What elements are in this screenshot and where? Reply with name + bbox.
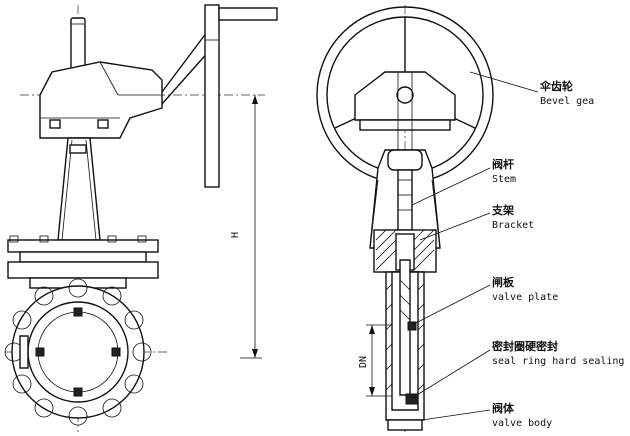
seal-ring-label-en: seal ring hard sealing (492, 356, 624, 367)
height-dim-label: H (230, 232, 241, 238)
bracket-front (57, 137, 101, 241)
valve-body-front (4, 278, 152, 426)
stem-label-en: Stem (492, 174, 516, 185)
valve-body-label-en: valve body (492, 418, 552, 429)
bracket-label-en: Bracket (492, 220, 534, 231)
body-section (385, 259, 425, 431)
height-dimension: H (230, 95, 262, 359)
dn-dimension: DN (358, 324, 392, 397)
valve-plate-label-cn: 闸板 (492, 275, 515, 289)
valve-plate-label-en: valve plate (492, 292, 558, 303)
handwheel-edge (161, 4, 278, 188)
stem-label-cn: 阀杆 (492, 157, 514, 171)
callout-seal-ring: 密封圈硬密封 seal ring hard sealing (492, 339, 624, 367)
dn-dim-label: DN (358, 356, 369, 368)
bracket-side (369, 149, 441, 249)
bevel-gear-label-cn: 伞齿轮 (539, 79, 573, 93)
side-view: DN 伞齿轮 Bevel gea 阀杆 Stem 支架 Bracket 闸板 v… (316, 5, 624, 432)
bracket-label-cn: 支架 (491, 203, 514, 217)
bevel-gear-label-en: Bevel gea (540, 96, 594, 107)
gearbox-housing (39, 61, 163, 139)
callout-stem: 阀杆 Stem (492, 157, 516, 185)
valve-body-label-cn: 阀体 (492, 401, 515, 415)
packing-flange (373, 229, 437, 273)
seal-ring-label-cn: 密封圈硬密封 (492, 339, 558, 353)
callout-valve-plate: 闸板 valve plate (492, 275, 558, 303)
callout-bevel-gear: 伞齿轮 Bevel gea (539, 79, 594, 107)
callout-bracket: 支架 Bracket (491, 203, 534, 231)
callout-valve-body: 阀体 valve body (492, 401, 552, 429)
gearbox-side (354, 71, 456, 180)
leader-lines (411, 71, 539, 421)
body-flange (7, 235, 159, 289)
front-view: H (4, 4, 278, 432)
